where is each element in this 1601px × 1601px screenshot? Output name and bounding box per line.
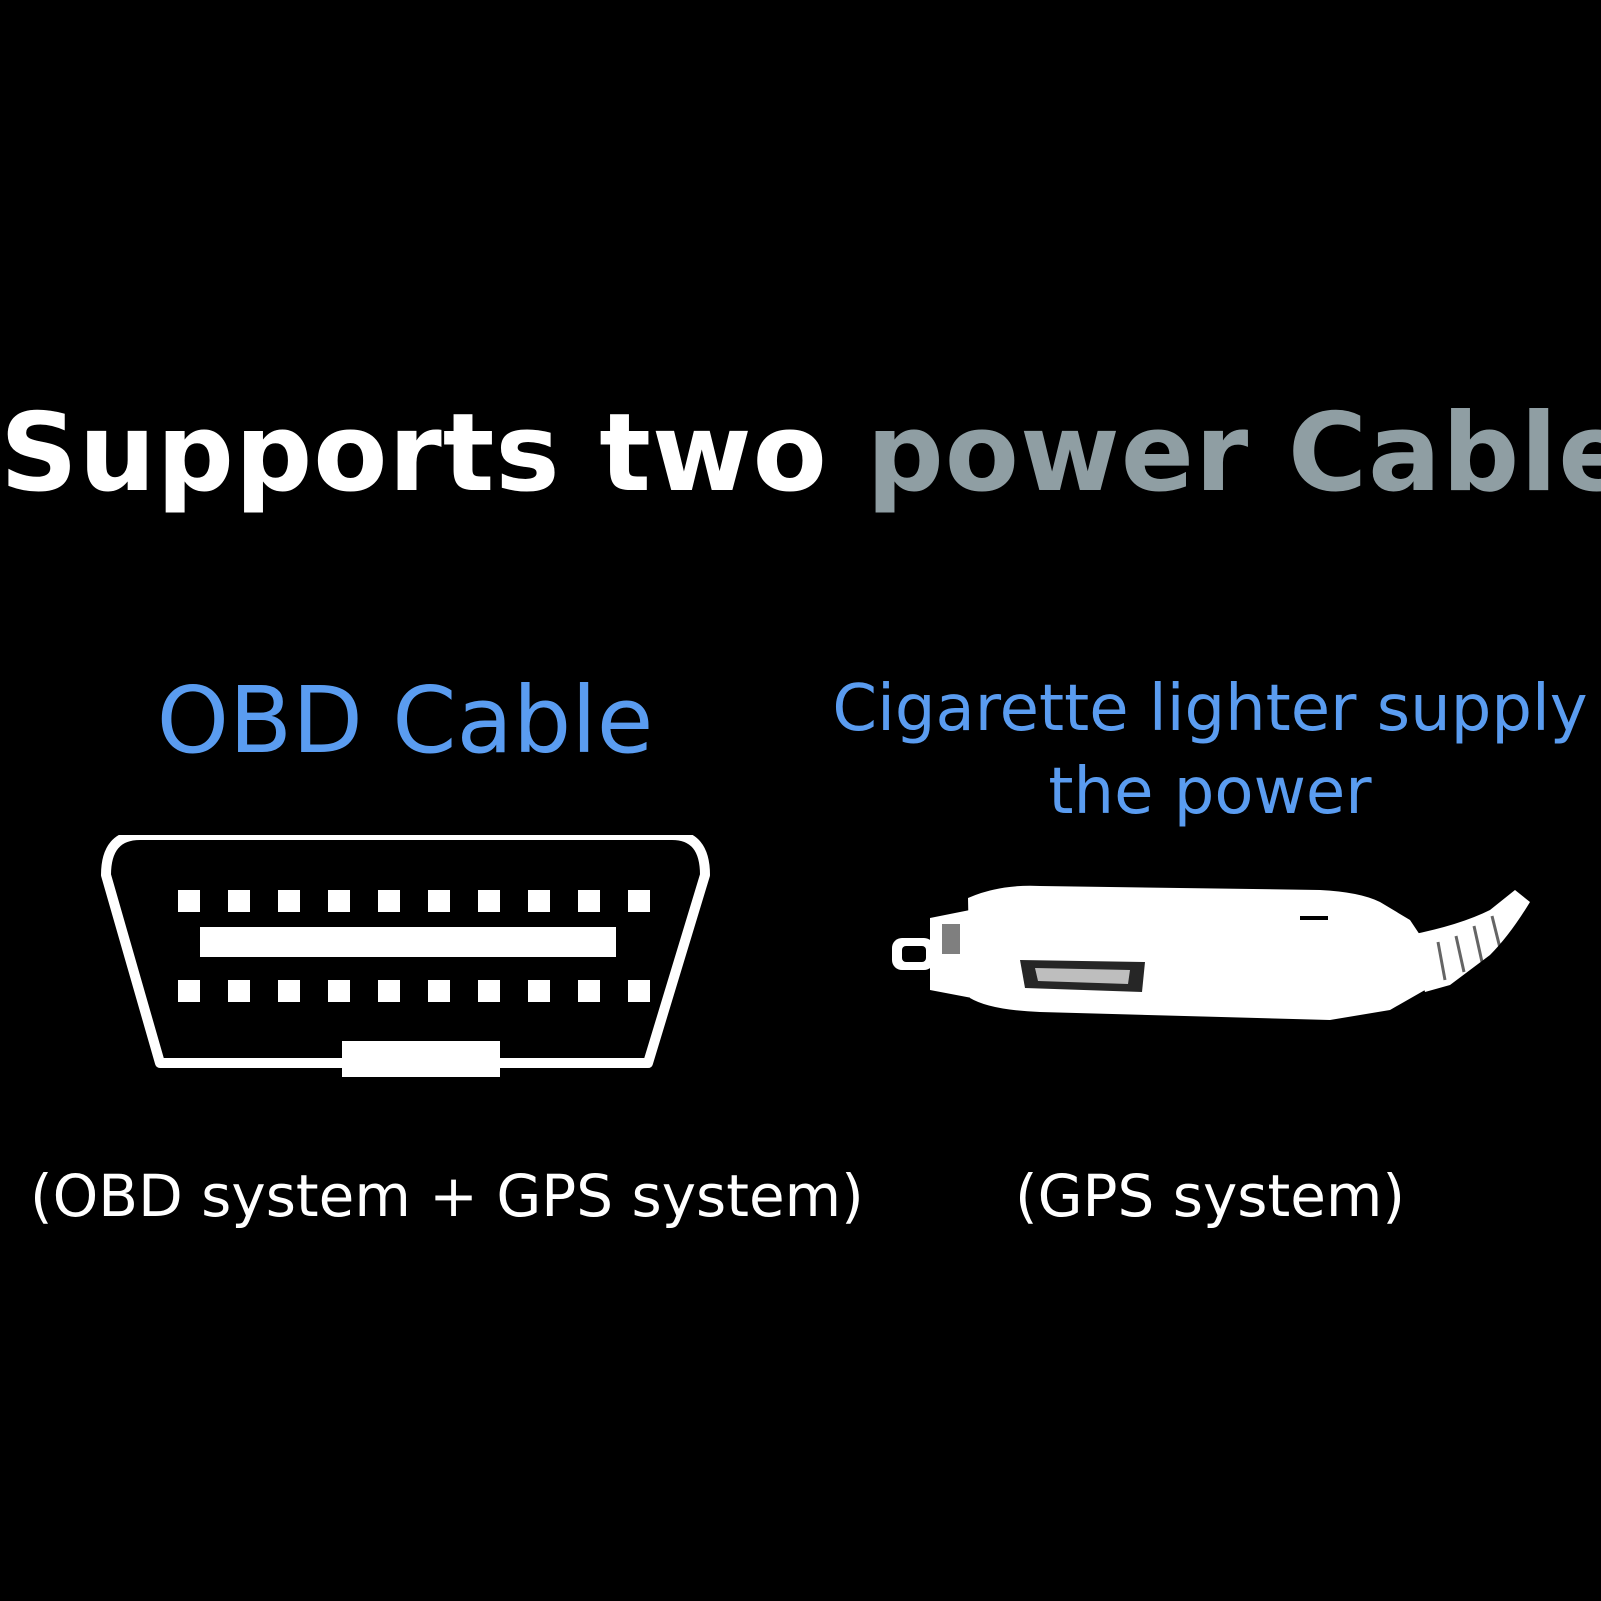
cigarette-lighter-title: Cigarette lighter supply the power [830,668,1590,834]
obd-caption: (OBD system + GPS system) [30,1162,864,1230]
headline-grey-part: power Cable [866,391,1601,516]
headline: Supports two power Cable [0,394,1601,514]
cigarette-lighter-caption: (GPS system) [1014,1162,1406,1230]
cigarette-lighter-title-line1: Cigarette lighter supply [832,672,1588,746]
obd-cable-title: OBD Cable [156,667,654,774]
headline-white-part: Supports two [0,391,867,516]
cigarette-lighter-title-line2: the power [1048,755,1372,830]
obd-connector-icon [101,835,710,1077]
cigarette-lighter-plug-icon [892,885,1530,1020]
